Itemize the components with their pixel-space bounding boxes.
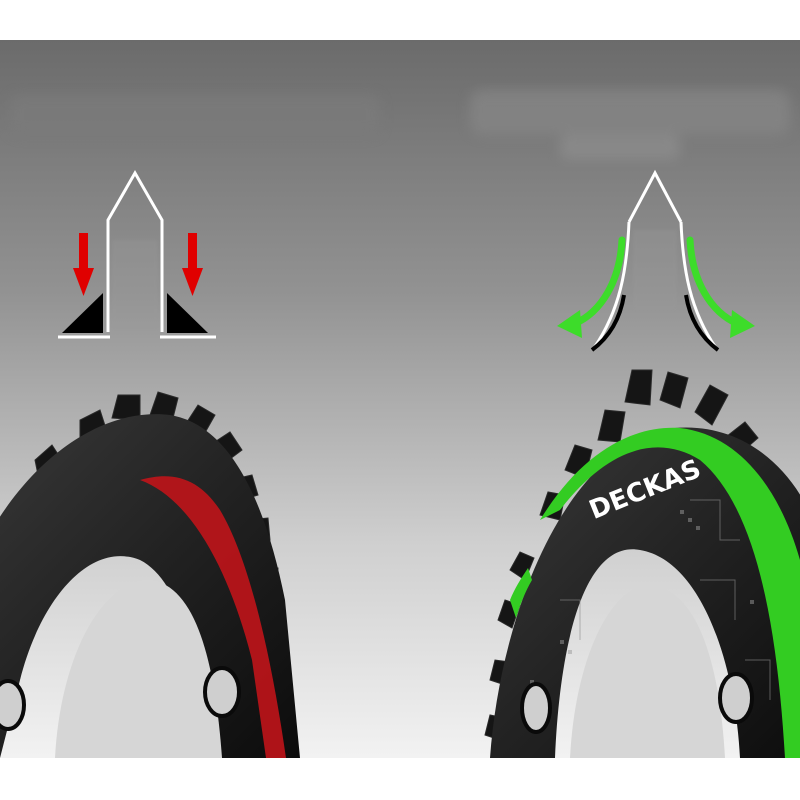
downward-arrow-left-icon bbox=[73, 233, 94, 296]
comparison-illustration: DECKAS bbox=[0, 40, 800, 758]
outward-arrow-right-icon bbox=[686, 236, 755, 338]
standard-tooth-profile-icon bbox=[58, 169, 216, 339]
downward-arrow-right-icon bbox=[182, 233, 203, 296]
blurred-heading bbox=[10, 90, 790, 160]
narrow-wide-chainring: DECKAS bbox=[484, 369, 800, 758]
product-comparison-panel: DECKAS bbox=[0, 40, 800, 758]
narrow-wide-tooth-profile-icon bbox=[557, 169, 755, 352]
outward-arrow-left-icon bbox=[557, 236, 626, 338]
standard-chainring bbox=[0, 391, 300, 758]
